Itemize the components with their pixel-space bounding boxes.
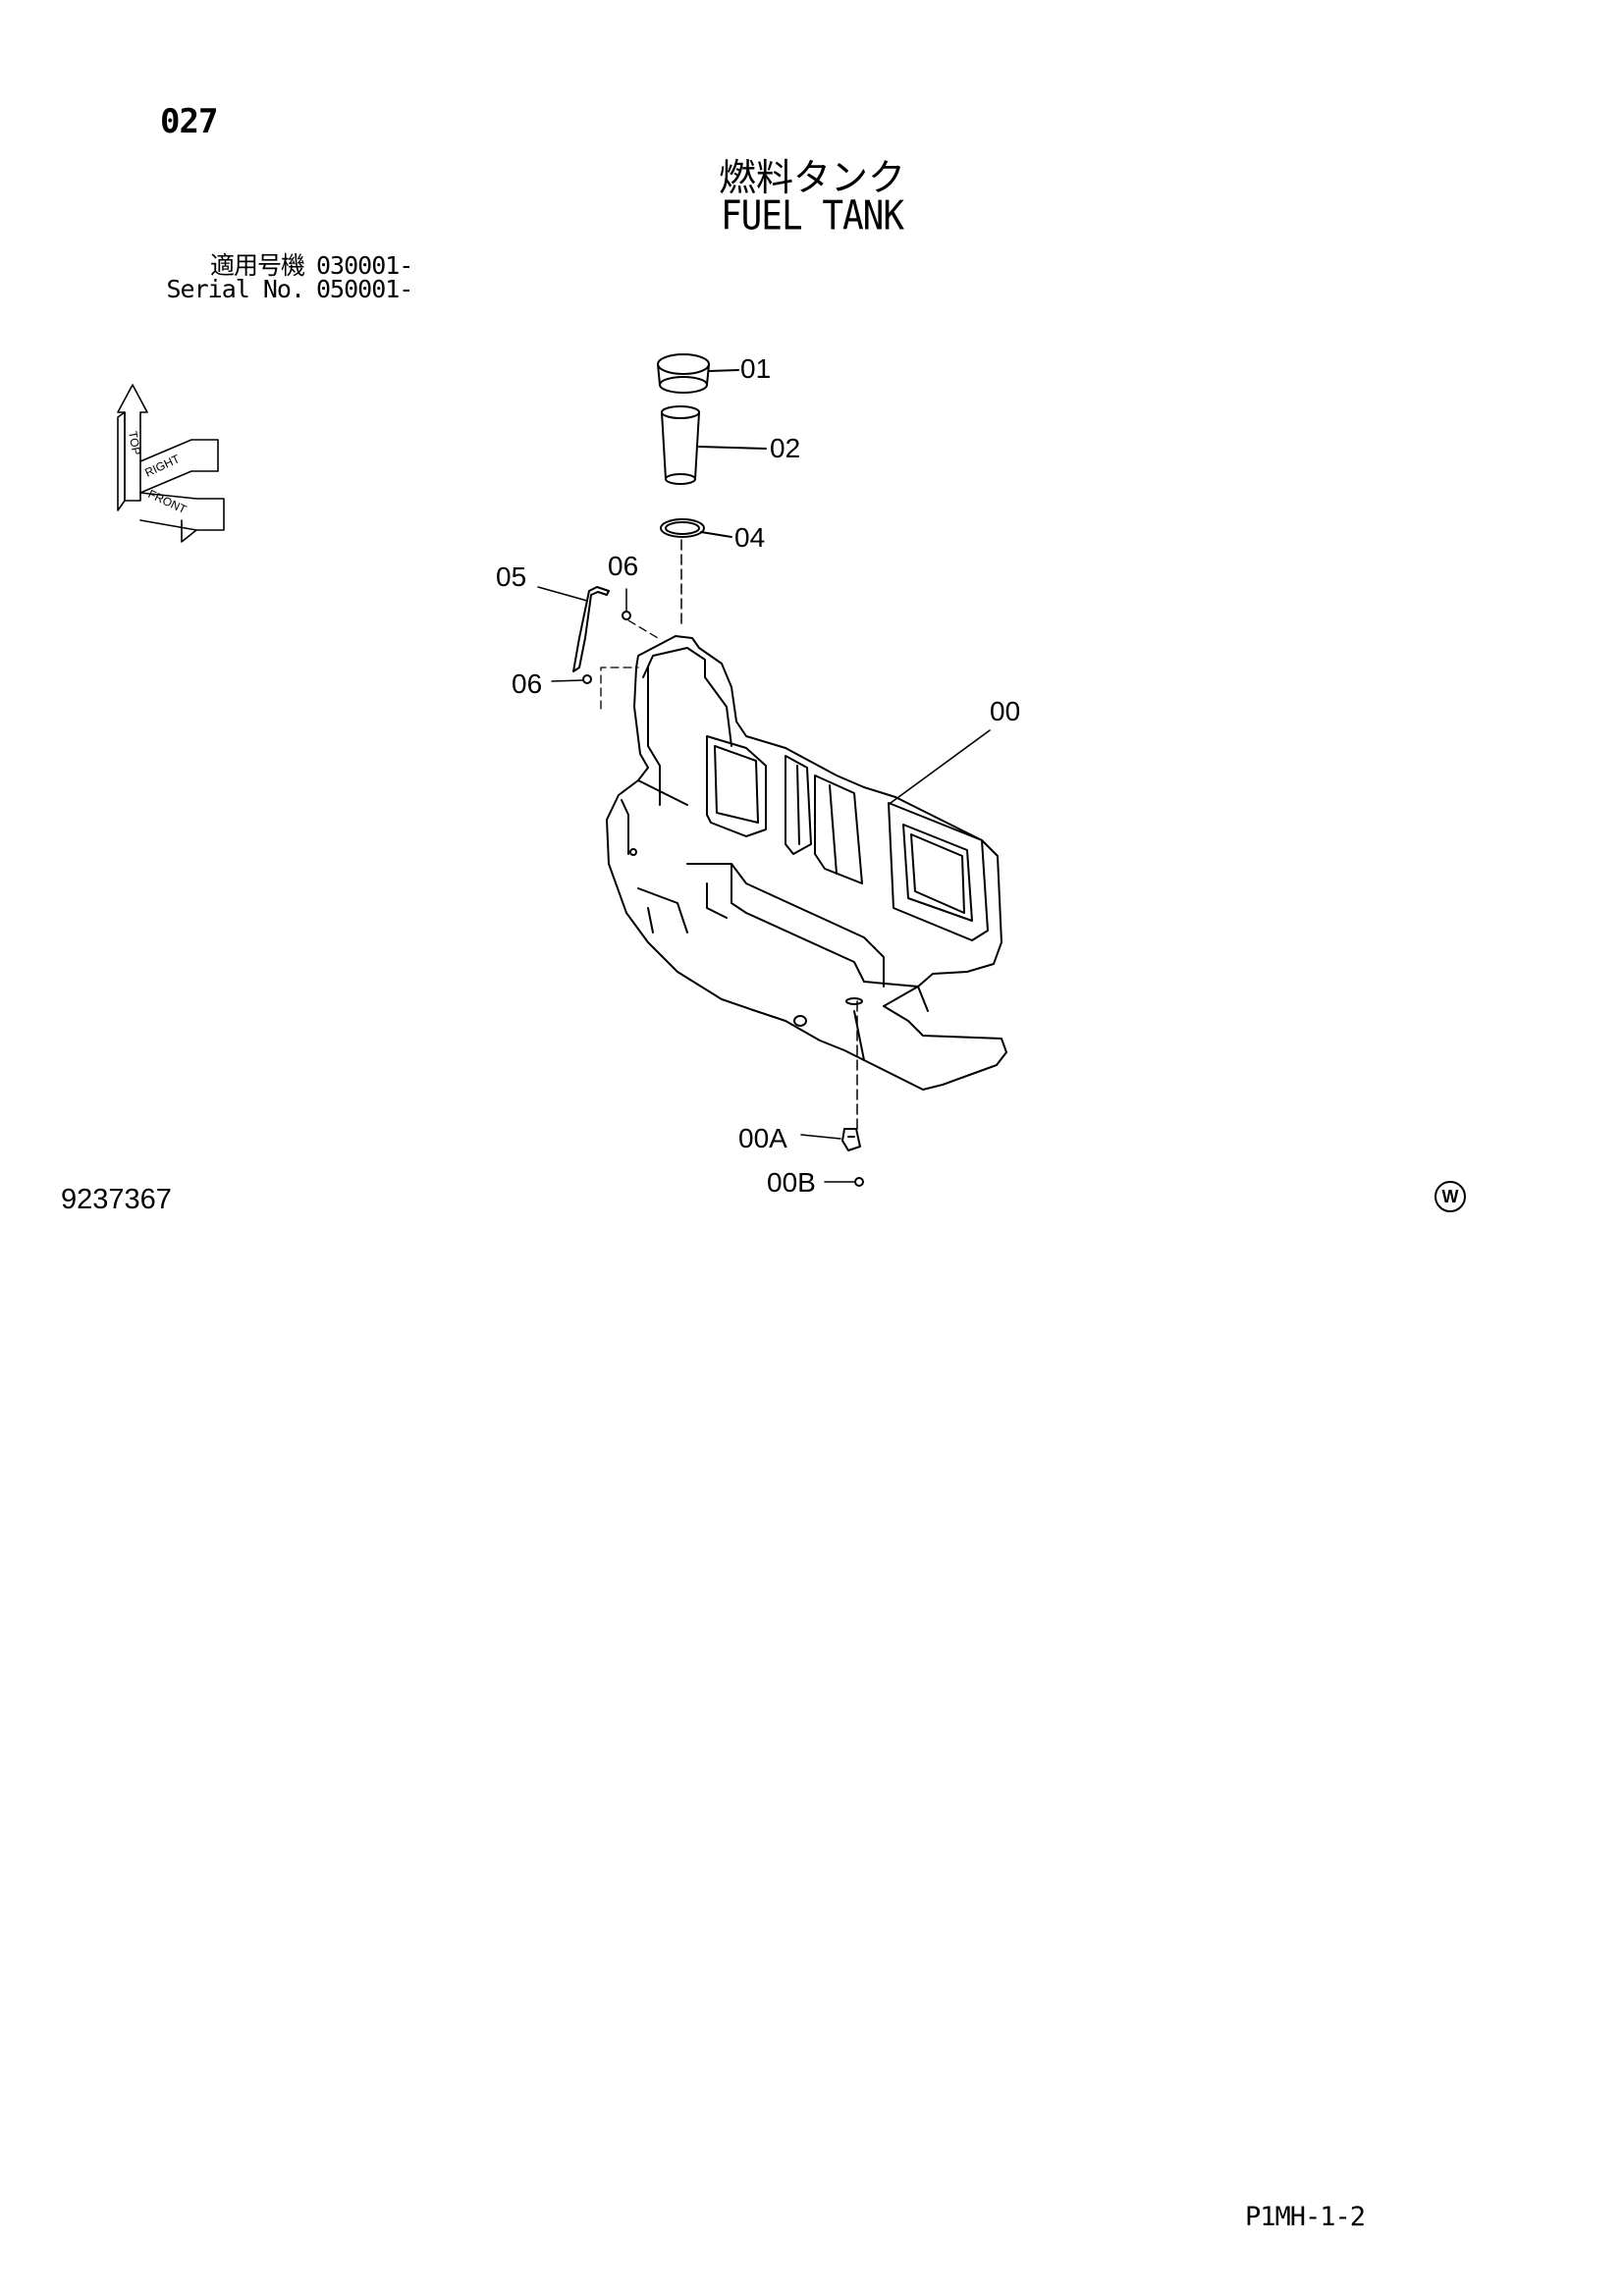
- document-code: P1MH-1-2: [1245, 2202, 1366, 2232]
- orientation-icon: TOP RIGHT FRONT: [117, 384, 225, 543]
- callout-06-upper: 06: [608, 551, 639, 581]
- orientation-top-label: TOP: [126, 430, 143, 456]
- callout-00: 00: [990, 696, 1021, 726]
- fuel-tank-part: [606, 635, 1007, 1091]
- callout-01: 01: [740, 353, 772, 384]
- serial-value-en: 050001-: [316, 275, 413, 303]
- drain-plug-part: [824, 1177, 864, 1187]
- callout-00A: 00A: [738, 1123, 787, 1153]
- callout-06-lower: 06: [512, 668, 543, 699]
- serial-value-jp: 030001-: [316, 251, 413, 280]
- orientation-right-label: RIGHT: [142, 452, 182, 480]
- callout-00B: 00B: [767, 1167, 816, 1198]
- page-title-japanese: 燃料タンク: [718, 156, 905, 199]
- drawing-number: 9237367: [61, 1184, 172, 1215]
- circled-w-mark: W: [1435, 1181, 1466, 1212]
- orientation-front-label: FRONT: [146, 487, 189, 516]
- callout-05: 05: [496, 561, 527, 592]
- callout-02: 02: [770, 433, 801, 463]
- serial-label-jp: 適用号機: [209, 251, 305, 280]
- serial-row-en: Serial No. 050001-: [157, 275, 413, 303]
- strainer-part: [661, 405, 767, 485]
- clamp-part: [551, 588, 631, 684]
- page-title-english: FUEL TANK: [720, 192, 904, 240]
- serial-row-jp: 適用号機 030001-: [157, 251, 413, 280]
- cap-ring-part: [657, 353, 739, 394]
- callout-04: 04: [734, 522, 766, 553]
- serial-label-en: Serial No.: [166, 275, 305, 303]
- drain-valve-part: [800, 1128, 861, 1151]
- breather-tube-part: [537, 586, 610, 672]
- page-number: 027: [160, 102, 218, 141]
- seal-ring-part: [660, 518, 732, 538]
